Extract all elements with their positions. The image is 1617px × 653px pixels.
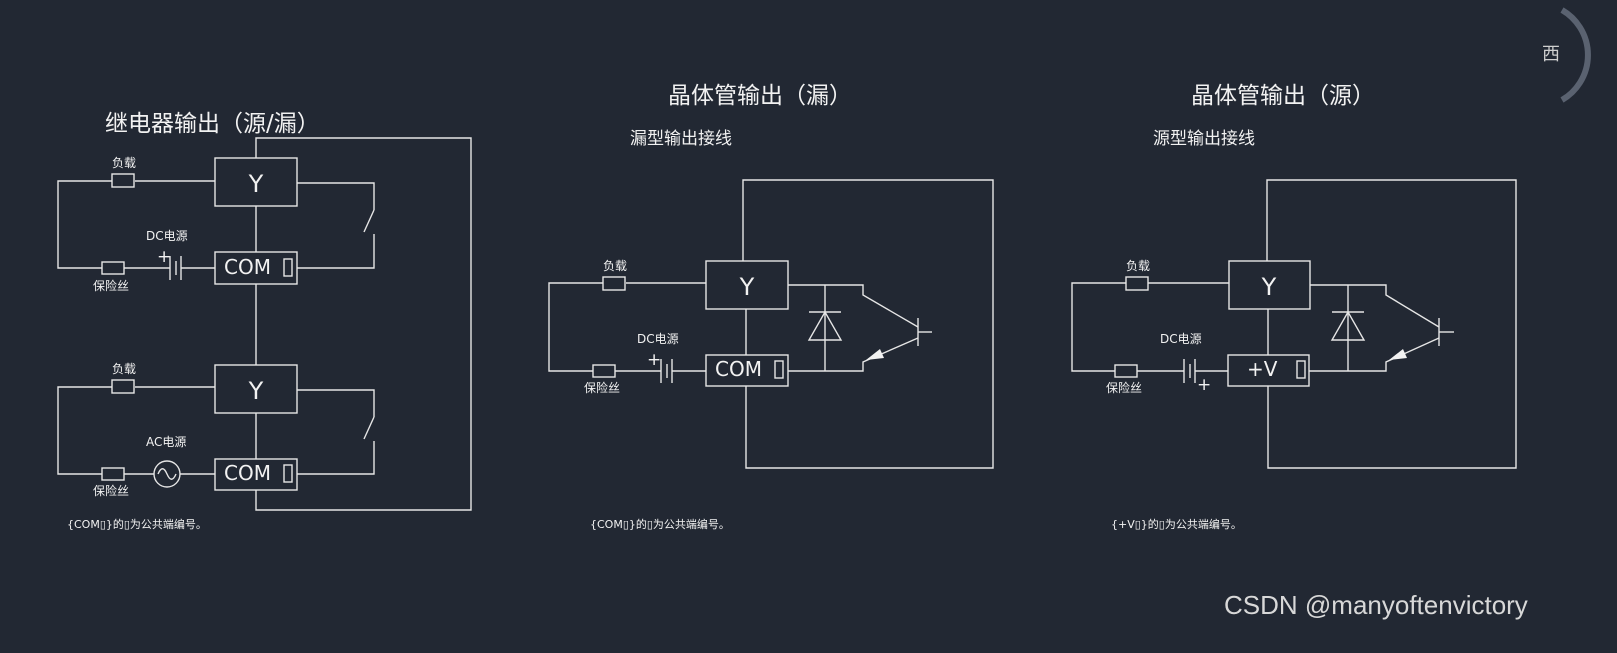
source-section: 晶体管输出（源） 源型输出接线 Y +V 负载 保险丝 + DC电源 {+V▯}… — [1071, 83, 1517, 531]
edge-glyph: 西 — [1542, 44, 1560, 65]
relay-top-switch-wire-lower — [297, 234, 375, 269]
sink-left-wire — [548, 282, 603, 372]
source-emitter-wire — [1309, 337, 1440, 372]
relay-top-com-slot — [283, 258, 293, 277]
relay-bottom-load — [111, 379, 135, 394]
relay-top-y-label: Y — [248, 170, 264, 198]
source-diode-triangle — [1330, 310, 1366, 341]
relay-top-load-label: 负载 — [112, 156, 136, 170]
relay-top-switch-wire-upper — [297, 182, 375, 210]
relay-top-y-terminal — [214, 157, 298, 207]
relay-top-load — [111, 173, 135, 188]
sink-note: {COM▯}的▯为公共端编号。 — [590, 517, 730, 531]
source-dc-label: DC电源 — [1160, 332, 1202, 346]
source-plus: + — [1197, 375, 1211, 395]
sink-collector-wire — [788, 284, 919, 328]
relay-top-switch-contact — [363, 209, 375, 233]
ac-wave-icon — [157, 468, 177, 480]
relay-bottom-left-wire — [57, 386, 112, 475]
relay-bottom-com-label: COM — [224, 461, 271, 485]
relay-bottom-load-label: 负载 — [112, 362, 136, 376]
sink-subtitle: 漏型输出接线 — [630, 129, 732, 149]
relay-top-left-wire — [57, 180, 112, 269]
relay-bottom-fuse — [101, 467, 125, 481]
source-note: {+V▯}的▯为公共端编号。 — [1111, 517, 1242, 531]
sink-fuse-label: 保险丝 — [584, 380, 620, 395]
source-load — [1125, 276, 1149, 291]
relay-top-fuse-label: 保险丝 — [93, 278, 129, 293]
sink-load — [602, 276, 626, 291]
sink-com-label: COM — [715, 357, 762, 381]
sink-section: 晶体管输出（漏） 漏型输出接线 Y COM 负载 保险丝 + DC电源 {C — [548, 83, 994, 531]
source-y-label: Y — [1261, 273, 1277, 301]
relay-top-plus: + — [157, 247, 171, 267]
source-fuse — [1114, 364, 1138, 378]
source-vplus-label: +V — [1247, 357, 1278, 381]
source-subtitle: 源型输出接线 — [1153, 129, 1255, 149]
edge-circle-widget[interactable] — [1560, 7, 1591, 103]
sink-dc-label: DC电源 — [637, 332, 679, 346]
relay-top-dc-label: DC电源 — [146, 229, 188, 243]
watermark: CSDN @manyoftenvictory — [1224, 590, 1528, 620]
relay-bottom-fuse-label: 保险丝 — [93, 483, 129, 498]
source-load-label: 负载 — [1126, 259, 1150, 273]
relay-bottom-y-terminal — [214, 364, 298, 414]
source-collector-wire — [1310, 284, 1440, 328]
sink-outer-loop — [742, 179, 994, 469]
relay-return-wire — [255, 137, 472, 511]
source-outer-loop — [1266, 179, 1517, 469]
relay-section: 继电器输出（源/漏） Y COM 负载 保险丝 + DC电源 Y — [57, 111, 472, 531]
relay-top-com-label: COM — [224, 255, 271, 279]
relay-note: {COM▯}的▯为公共端编号。 — [67, 517, 207, 531]
source-fuse-label: 保险丝 — [1106, 380, 1142, 395]
source-title: 晶体管输出（源） — [1191, 83, 1375, 109]
relay-title: 继电器输出（源/漏） — [105, 111, 320, 137]
sink-diode-triangle — [807, 310, 843, 341]
sink-fuse — [592, 364, 616, 378]
source-vplus-slot — [1296, 360, 1306, 379]
sink-emitter-arrow-icon — [866, 349, 884, 360]
sink-emitter-wire — [788, 337, 919, 372]
relay-bottom-switch-wire-upper — [297, 389, 375, 417]
relay-bottom-y-label: Y — [248, 377, 264, 405]
source-left-wire — [1071, 282, 1126, 372]
sink-load-label: 负载 — [603, 259, 627, 273]
relay-bottom-com-slot — [283, 464, 293, 483]
relay-bottom-ac-label: AC电源 — [146, 435, 186, 449]
sink-com-slot — [774, 360, 784, 379]
relay-bottom-switch-wire-lower — [297, 441, 375, 475]
sink-plus: + — [647, 350, 661, 370]
relay-bottom-switch-contact — [363, 416, 375, 440]
sink-title: 晶体管输出（漏） — [668, 83, 852, 109]
relay-top-fuse — [101, 261, 125, 275]
source-emitter-arrow-icon — [1389, 349, 1407, 360]
sink-y-label: Y — [739, 273, 755, 301]
